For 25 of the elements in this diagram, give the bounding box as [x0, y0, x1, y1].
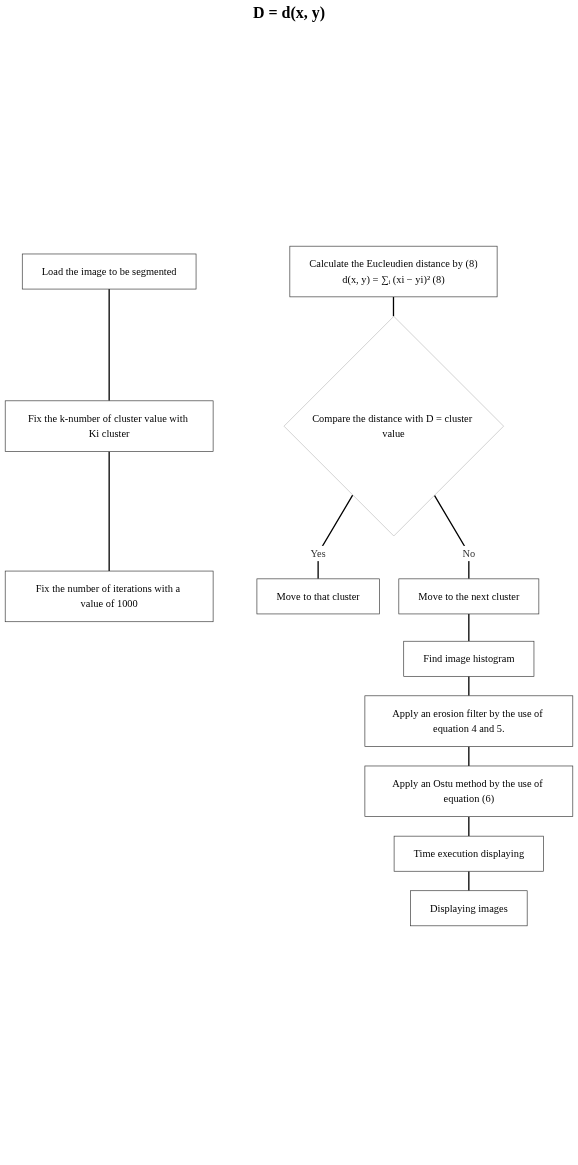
node-box: Fix the k-number of cluster value with Ki cluster: [4, 400, 214, 452]
edge-label: Yes: [310, 547, 326, 559]
connector: [468, 745, 470, 767]
connector: [108, 450, 110, 572]
node-box: Move to the next cluster: [398, 578, 540, 615]
node-box: Apply an erosion filter by the use of equation 4 and 5.: [364, 695, 574, 747]
node-box: Load the image to be segmented: [21, 253, 197, 290]
node-box: Calculate the Eucleudien distance by (8) d(x, y) = ∑ᵢ (xi − yi)² (8): [289, 245, 498, 298]
connector: [468, 870, 470, 892]
node-box: Fix the number of iterations with a value of 1000: [4, 570, 214, 623]
connector: [392, 296, 395, 317]
node-box: Move to that cluster: [256, 578, 380, 615]
connector: [468, 816, 470, 837]
node-diamond: Compare the distance with D = cluster value: [283, 316, 504, 537]
connector: [433, 494, 470, 580]
node-box: Displaying images: [410, 890, 528, 927]
node-box: Find image histogram: [403, 640, 535, 677]
condition-label: D = d(x, y): [252, 4, 326, 21]
connector: [317, 494, 354, 580]
connector: [468, 613, 470, 642]
connector: [468, 675, 470, 697]
edge-label: No: [462, 547, 476, 559]
connector: [108, 288, 110, 402]
node-box: Apply an Ostu method by the use of equation (6): [364, 765, 574, 817]
node-box: Time execution displaying: [393, 835, 544, 872]
